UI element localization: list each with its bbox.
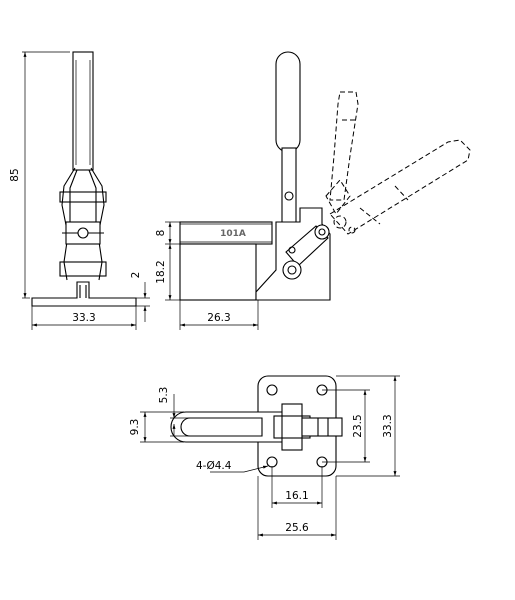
dim-reach: 26.3 xyxy=(207,312,230,324)
dim-base-length-top: 25.6 xyxy=(285,522,309,534)
dim-hole-spacing-v: 23.5 xyxy=(352,414,364,437)
top-view: 5.3 9.3 23.5 33.3 4-Ø4.4 16.1 25.6 xyxy=(129,375,400,540)
dim-base-width-top: 33.3 xyxy=(382,414,394,437)
front-handle xyxy=(72,51,94,171)
arm-slot xyxy=(180,417,263,437)
dim-overall-height: 85 xyxy=(9,168,21,181)
front-view: 85 33.3 2 xyxy=(9,51,150,330)
dim-slot-width: 9.3 xyxy=(129,419,141,436)
dim-base-width-front: 33.3 xyxy=(72,312,95,324)
dim-pivot-height: 18.2 xyxy=(155,260,167,283)
slotted-arm xyxy=(170,411,301,443)
part-label: 101A xyxy=(220,229,246,239)
dim-bar-height: 8 xyxy=(155,230,167,237)
side-handle xyxy=(275,51,301,153)
mount-hole-1 xyxy=(266,384,278,396)
handle-ghost-positions xyxy=(325,91,471,235)
side-body xyxy=(255,207,331,301)
dim-slot-offset: 5.3 xyxy=(158,387,170,404)
side-view: 101A 8 18.2 xyxy=(155,51,471,330)
dim-base-thickness: 2 xyxy=(130,272,142,279)
hole-callout: 4-Ø4.4 xyxy=(196,460,232,472)
spindle-block xyxy=(179,243,257,301)
front-base-plate xyxy=(31,281,137,307)
dim-hole-spacing-h: 16.1 xyxy=(285,490,308,502)
